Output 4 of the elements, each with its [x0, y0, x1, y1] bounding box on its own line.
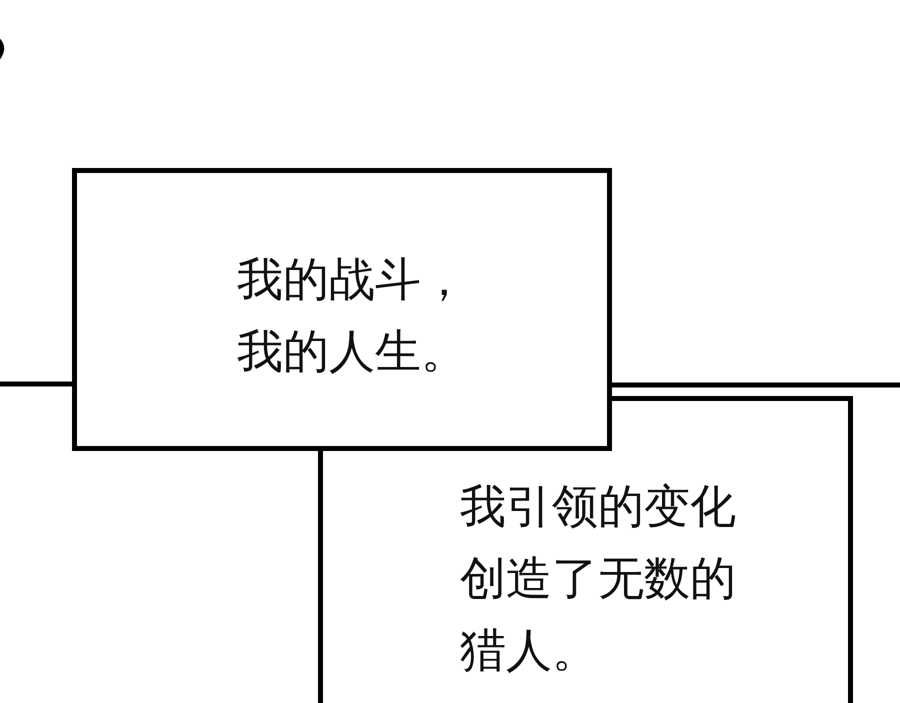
- caption-text: 我的战斗，我的人生。: [237, 251, 468, 380]
- caption-text: 我引领的变化创造了无数的猎人。: [460, 478, 737, 679]
- caption-box: [72, 168, 612, 451]
- caption-box: [318, 451, 853, 703]
